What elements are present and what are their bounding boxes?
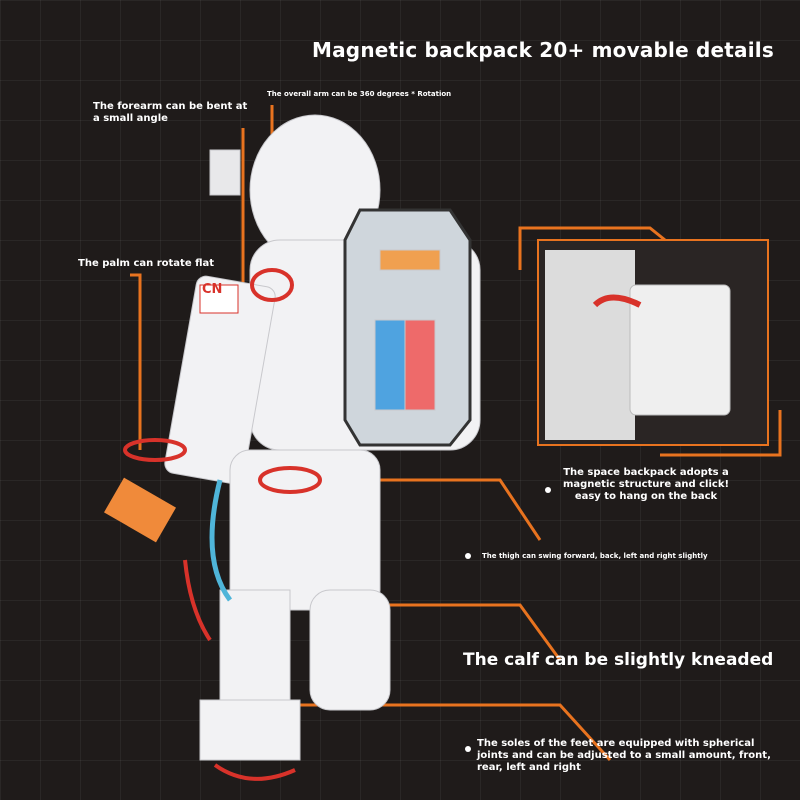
backpack-annotation: The space backpack adopts a magnetic str… [562, 467, 730, 502]
backpack-inset [518, 226, 782, 457]
arm-badge: CN [202, 282, 223, 297]
rotation-arrows [123, 268, 322, 781]
bullet-dot [465, 746, 471, 752]
bullet-dot [545, 487, 551, 493]
astronaut [104, 114, 481, 761]
palm-annotation: The palm can rotate flat [78, 258, 215, 269]
arm-rotation-annotation: The overall arm can be 360 degrees * Rot… [267, 90, 452, 98]
forearm-annotation: The forearm can be bent at a small angle [93, 101, 248, 124]
soles-annotation: The soles of the feet are equipped with … [477, 738, 771, 773]
bullet-dot [465, 553, 471, 559]
thigh-annotation: The thigh can swing forward, back, left … [482, 552, 708, 560]
calf-annotation: The calf can be slightly kneaded [463, 650, 774, 670]
page-title: Magnetic backpack 20+ movable details [312, 38, 774, 62]
